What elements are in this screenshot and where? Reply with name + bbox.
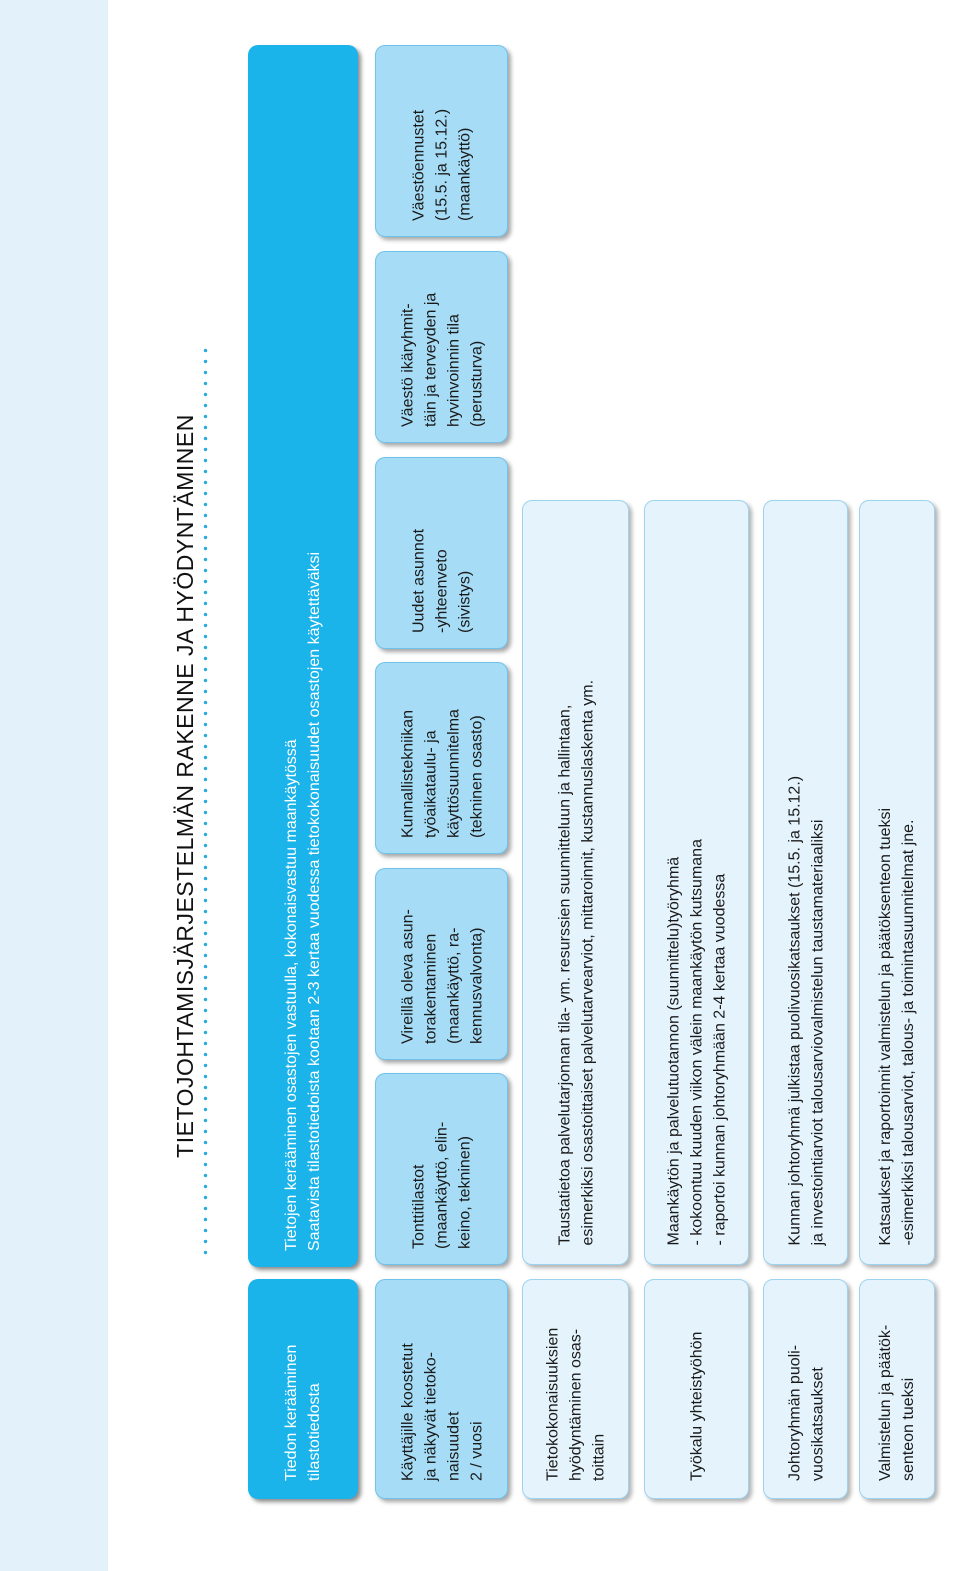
package-line: Väestö ikäryhmit- — [398, 303, 416, 427]
header-label-line: Tiedon kerääminen — [283, 1344, 300, 1481]
row-label-box-hyodyntaminen: Tietokokonaisuuksien hyödyntäminen osas-… — [522, 1279, 629, 1499]
page-title-text: TIETOJOHTAMISJÄRJESTELMÄN RAKENNE JA HYÖ… — [171, 413, 198, 1158]
row-label-line: toittain — [590, 1433, 607, 1481]
row-label-box-valmistelu: Valmistelun ja päätök- senteon tueksi — [859, 1279, 935, 1499]
package-line: työaikataulu- ja — [421, 730, 439, 838]
package-line: kennusvalvonta) — [467, 927, 485, 1044]
package-line: Vireillä oleva asun- — [398, 909, 416, 1044]
packages-label-line: ja näkyvät tietoko- — [421, 1352, 439, 1481]
package-line: (15.5. ja 15.12.) — [433, 108, 450, 221]
row-text-line: ja investointiarviot talousarviovalmiste… — [808, 819, 826, 1245]
row-text-line: - raportoi kunnan johtoryhmään 2-4 kerta… — [711, 873, 728, 1245]
package-box-kunnallistekniikka: Kunnallistekniikan työaikataulu- ja käyt… — [375, 662, 508, 854]
row-label-line: senteon tueksi — [900, 1377, 917, 1481]
row-text-line: Katsaukset ja raportoinnit valmistelun j… — [877, 807, 894, 1245]
header-label-box: Tiedon kerääminen tilastotiedosta — [248, 1279, 358, 1499]
row-text-box-tyokalu: Maankäytön ja palvelutuotannon (suunnitt… — [644, 500, 749, 1265]
package-box-asuntorakentaminen: Vireillä oleva asun- torakentaminen (maa… — [375, 868, 508, 1060]
package-box-vaestoennusteet: Väestöennustet (15.5. ja 15.12.) (maankä… — [375, 45, 508, 237]
package-box-uudet-asunnot: Uudet asunnot -yhteenveto (sivistys) — [375, 457, 508, 649]
packages-label-box: Käyttäjille koostetut ja näkyvät tietoko… — [375, 1279, 508, 1499]
packages-label-line: 2 / vuosi — [467, 1421, 485, 1481]
row-label-line: vuosikatsaukset — [808, 1367, 826, 1481]
package-line: Tonttitilastot — [410, 1164, 427, 1249]
header-description-line: Tietojen kerääminen osastojen vastuulla,… — [283, 739, 300, 1251]
row-text-line: Maankäytön ja palvelutuotannon (suunnitt… — [665, 856, 682, 1245]
row-label-line: Johtoryhmän puoli- — [785, 1344, 803, 1481]
package-line: käyttösuunnitelma — [444, 709, 462, 838]
row-label-line: Valmistelun ja päätök- — [877, 1324, 894, 1481]
row-text-box-hyodyntaminen: Taustatietoa palvelutarjonnan tila- ym. … — [522, 500, 629, 1265]
package-line: (tekninen osasto) — [467, 715, 485, 838]
header-description-box: Tietojen kerääminen osastojen vastuulla,… — [248, 45, 358, 1267]
row-text-box-johtoryhma: Kunnan johtoryhmä julkistaa puolivuosika… — [763, 500, 848, 1265]
package-line: (maankäyttö) — [456, 127, 473, 221]
row-text-line: - kokoontuu kuuden viikon välein maankäy… — [688, 838, 705, 1245]
row-label-line: Tietokokonaisuuksien — [544, 1327, 561, 1481]
package-line: täin ja terveyden ja — [421, 292, 439, 427]
row-text-line: Kunnan johtoryhmä julkistaa puolivuosika… — [785, 775, 803, 1245]
left-margin-band — [0, 0, 108, 1571]
package-line: torakentaminen — [421, 933, 439, 1044]
page-title: TIETOJOHTAMISJÄRJESTELMÄN RAKENNE JA HYÖ… — [170, 0, 200, 1571]
package-box-tonttitilastot: Tonttitilastot (maankäyttö, elin- keino,… — [375, 1073, 508, 1265]
row-text-line: Taustatietoa palvelutarjonnan tila- ym. … — [555, 704, 573, 1245]
package-line: -yhteenveto — [433, 549, 450, 633]
row-label-line: hyödyntäminen osas- — [567, 1328, 584, 1481]
package-line: Uudet asunnot — [410, 528, 427, 633]
packages-label-line: naisuudet — [444, 1411, 462, 1481]
row-label-box-johtoryhma: Johtoryhmän puoli- vuosikatsaukset — [763, 1279, 848, 1499]
package-line: hyvinvoinnin tila — [444, 314, 462, 427]
header-description-line: Saatavista tilastotiedoista kootaan 2-3 … — [306, 551, 323, 1251]
package-line: (sivistys) — [456, 570, 473, 633]
row-text-box-valmistelu: Katsaukset ja raportoinnit valmistelun j… — [859, 500, 935, 1265]
package-line: (perusturva) — [467, 340, 485, 427]
package-line: Väestöennustet — [410, 109, 427, 221]
package-line: (maankäyttö, ra- — [444, 927, 462, 1044]
dotted-divider — [203, 345, 208, 1255]
package-box-vaesto-ikaryhmittain: Väestö ikäryhmit- täin ja terveyden ja h… — [375, 251, 508, 443]
row-text-line: esimerkiksi osastoittaiset palvelutarvea… — [578, 679, 596, 1245]
row-text-line: -esimerkiksi talousarviot, talous- ja to… — [900, 819, 917, 1245]
row-label-box-tyokalu: Työkalu yhteistyöhön — [644, 1279, 749, 1499]
package-line: (maankäyttö, elin- — [433, 1121, 450, 1249]
package-line: Kunnallistekniikan — [398, 709, 416, 838]
packages-label-line: Käyttäjille koostetut — [398, 1343, 416, 1481]
row-label-line: Työkalu yhteistyöhön — [688, 1331, 705, 1481]
package-line: keino, tekninen) — [456, 1136, 473, 1249]
header-label-line: tilastotiedosta — [306, 1383, 323, 1481]
